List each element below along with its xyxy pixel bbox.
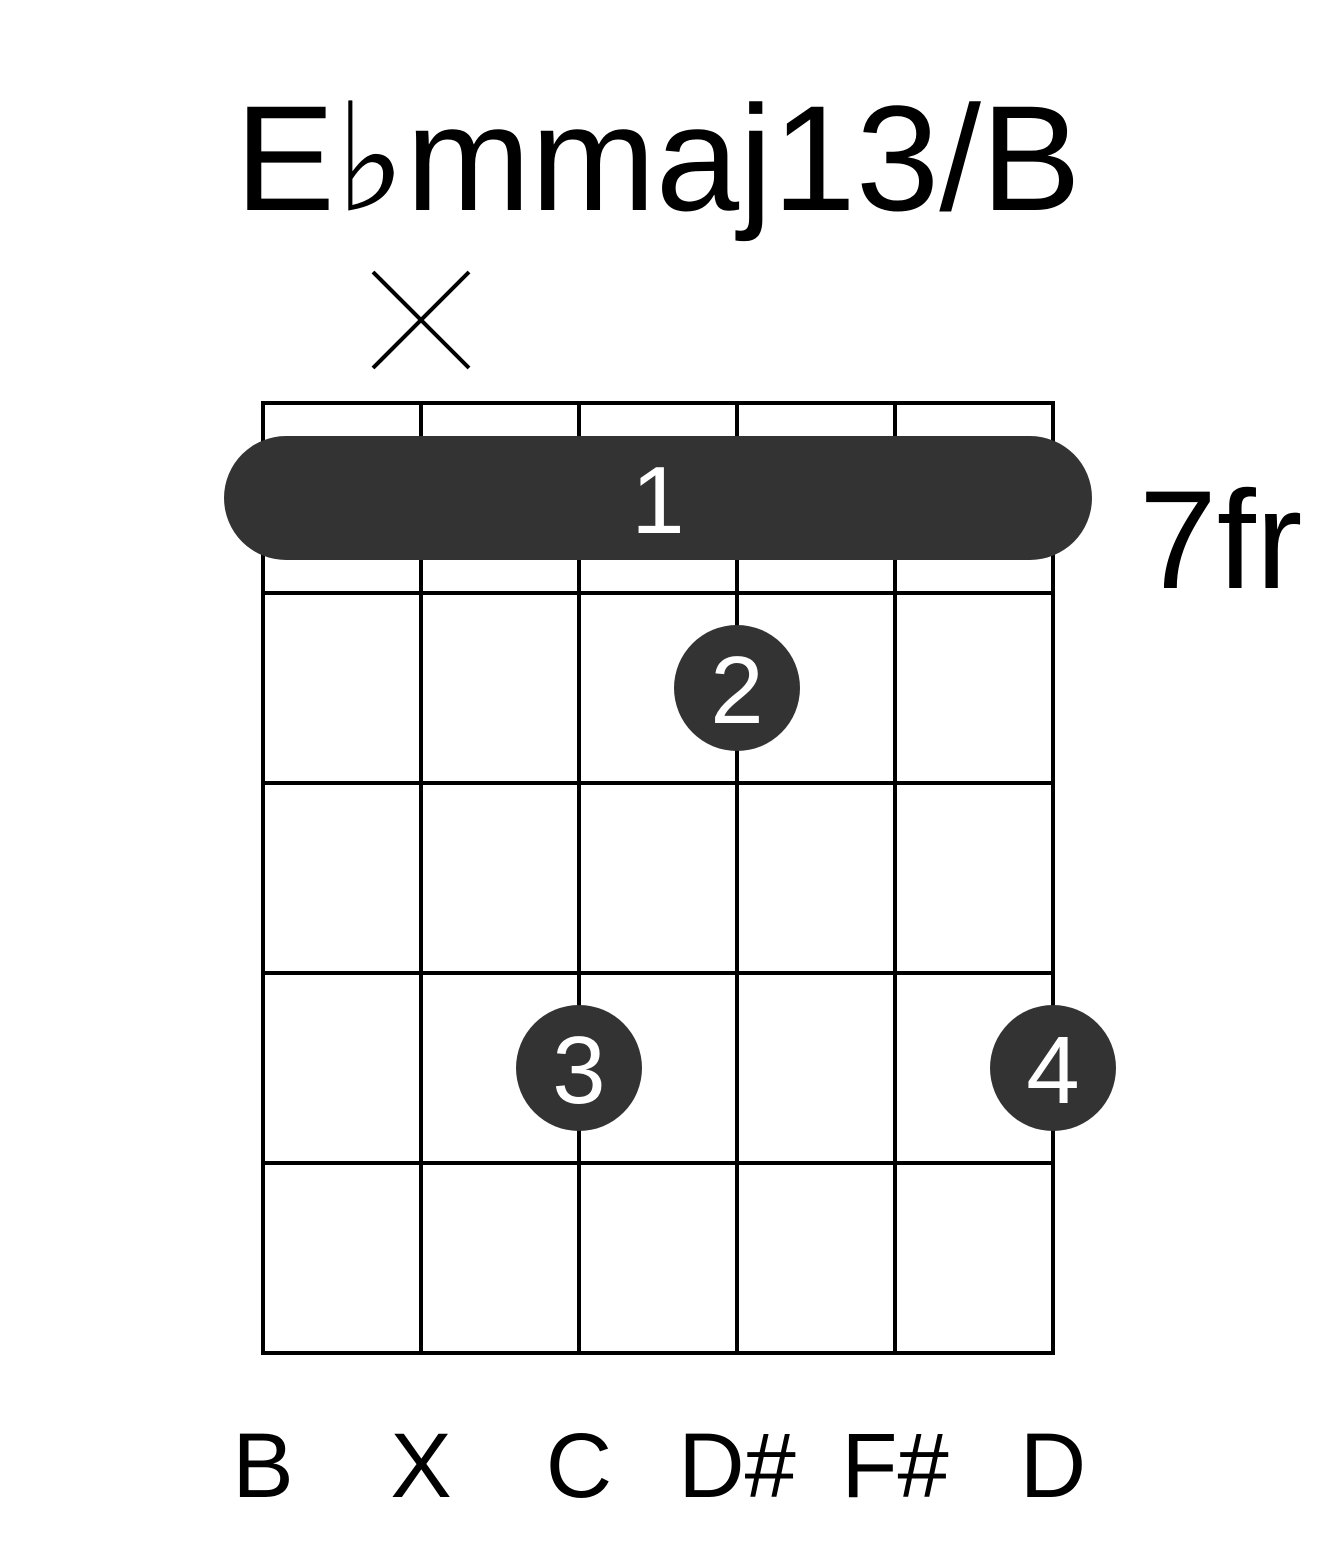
chord-title: E♭mmaj13/B xyxy=(235,74,1081,242)
finger-dot-circle xyxy=(516,1005,642,1131)
fret-lines xyxy=(263,591,1053,1165)
finger-dot: 2 xyxy=(674,625,800,751)
finger-number: 4 xyxy=(1026,1017,1079,1124)
finger-number: 2 xyxy=(710,637,763,744)
barre: 1 xyxy=(224,436,1092,560)
finger-dot-circle xyxy=(990,1005,1116,1131)
muted-string-marker xyxy=(371,270,471,370)
finger-dot-circle xyxy=(674,625,800,751)
string-note-label: D xyxy=(1020,1415,1086,1517)
string-markers xyxy=(371,270,471,370)
barre-finger-label: 1 xyxy=(631,447,684,554)
finger-dot: 3 xyxy=(516,1005,642,1131)
barre-bar xyxy=(224,436,1092,560)
string-lines xyxy=(419,403,897,1353)
string-note-label: X xyxy=(390,1415,451,1517)
string-note-label: D# xyxy=(678,1415,796,1517)
fret-position-label: 7fr xyxy=(1139,461,1302,618)
finger-dot: 4 xyxy=(990,1005,1116,1131)
string-note-label: F# xyxy=(841,1415,948,1517)
string-note-label: C xyxy=(546,1415,612,1517)
finger-number: 3 xyxy=(552,1017,605,1124)
fretboard-outline xyxy=(261,401,1055,1355)
fretboard xyxy=(261,401,1055,1355)
string-note-label: B xyxy=(232,1415,293,1517)
finger-dots: 2 3 4 xyxy=(516,625,1116,1131)
